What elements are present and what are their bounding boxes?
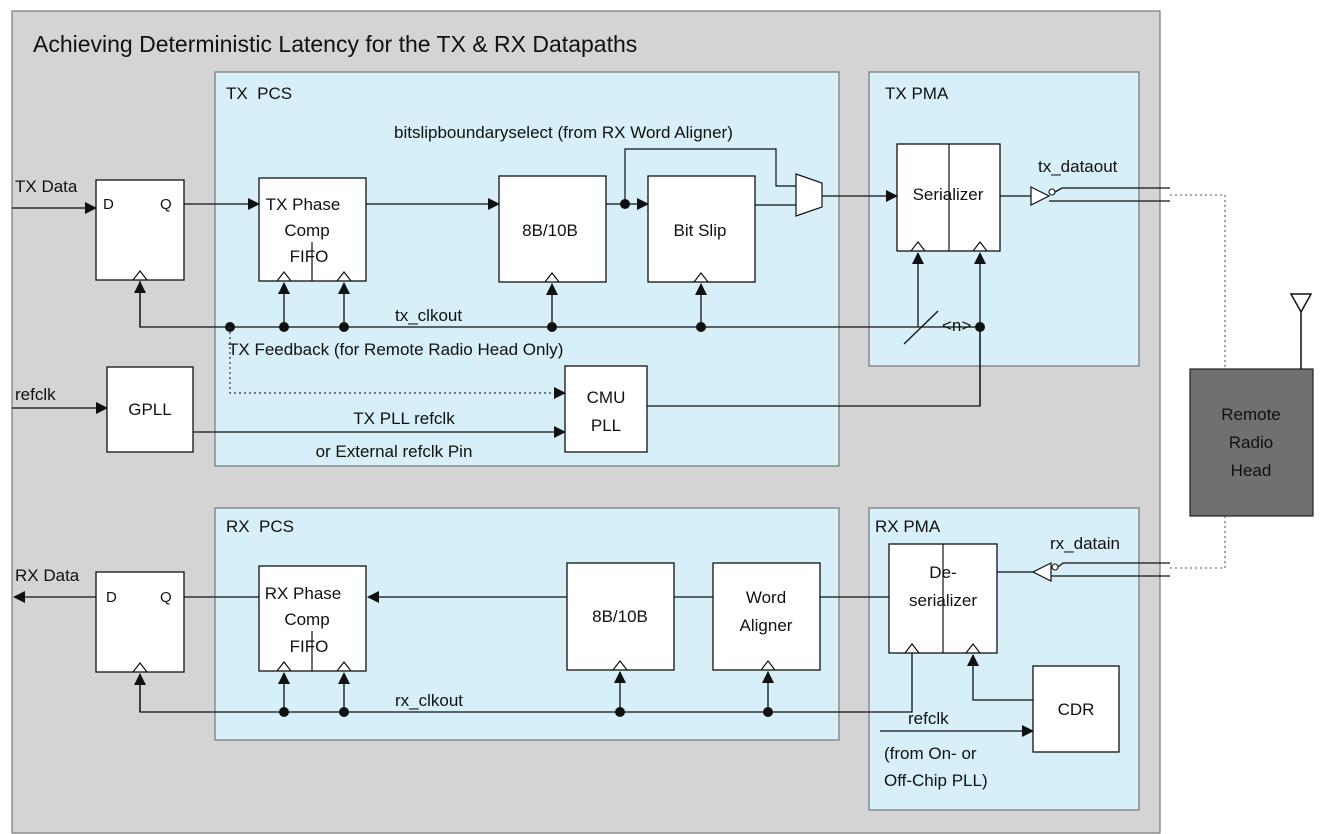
remote-radio-head <box>1189 368 1314 517</box>
bus-width-slash <box>903 310 939 345</box>
rx-refclk-source-line-2: Off-Chip PLL) <box>884 771 988 790</box>
tx-enc-clock-symbol <box>544 272 560 283</box>
rx-cdr-label: CDR <box>1058 700 1095 719</box>
rx-phase-fifo-line-2: Comp <box>284 610 329 629</box>
rx-fifo-clock-symbol-2 <box>336 661 352 672</box>
rx-deserializer-clock-symbol-1 <box>904 643 920 654</box>
bitslip-select-label: bitslipboundaryselect (from RX Word Alig… <box>394 123 733 142</box>
rx-clk-junction-3 <box>615 707 625 717</box>
tx-clk-junction-3 <box>339 322 349 332</box>
tx-pcs-label: TX PCS <box>226 84 292 103</box>
tx-serializer-clock-symbol-2 <box>972 241 988 252</box>
tx-bitslip-clock-symbol <box>693 272 709 283</box>
tx-8b10b-label: 8B/10B <box>522 221 578 240</box>
tx-dff <box>95 179 185 281</box>
rx-aligner-clock-symbol <box>760 660 776 671</box>
rx-word-aligner <box>712 562 821 671</box>
tx-8b10b-encoder <box>498 175 607 283</box>
wire-tx-to-rrh-dotted <box>1170 194 1226 369</box>
bus-width-label: <n> <box>942 316 971 335</box>
rx-clk-junction-4 <box>763 707 773 717</box>
tx-dff-clock-symbol <box>132 270 148 281</box>
rx-dec-clock-symbol <box>612 660 628 671</box>
rx-deserializer-line-2: serializer <box>909 591 977 610</box>
rx-datain-label: rx_datain <box>1050 534 1120 553</box>
rx-word-aligner-line-1: Word <box>746 588 786 607</box>
tx-data-label: TX Data <box>15 177 78 196</box>
cmu-pll-line-2: PLL <box>591 416 621 435</box>
tx-feedback-label: TX Feedback (for Remote Radio Head Only) <box>228 340 563 359</box>
cmu-pll <box>564 365 648 453</box>
remote-radio-head-line-3: Head <box>1231 461 1272 480</box>
rx-data-label: RX Data <box>15 566 80 585</box>
tx-clkout-label: tx_clkout <box>395 306 462 325</box>
rx-word-aligner-line-2: Aligner <box>740 616 793 635</box>
rx-8b10b-label: 8B/10B <box>592 607 648 626</box>
rx-dff-clock-symbol <box>132 662 148 673</box>
remote-radio-head-line-2: Radio <box>1229 433 1273 452</box>
rx-pcs-label: RX PCS <box>226 517 294 536</box>
rx-phase-fifo-line-3: FIFO <box>290 637 329 656</box>
gpll <box>106 366 194 453</box>
wire-rx-diff-pair <box>1051 562 1170 577</box>
wire-cdr-to-deserializer <box>967 654 1033 701</box>
wire-cmu-to-serializer-clock <box>647 327 981 407</box>
rx-fifo-clock-symbol-1 <box>276 661 292 672</box>
rx-deserializer-clock-symbol-2 <box>965 643 981 654</box>
rx-pma-label: RX PMA <box>875 517 941 536</box>
rx-cdr <box>1032 665 1120 753</box>
tx-dff-q: Q <box>160 196 172 213</box>
refclk-label: refclk <box>15 385 56 404</box>
tx-bit-slip-label: Bit Slip <box>674 221 727 240</box>
bitslip-select-wire <box>624 148 796 204</box>
wire-tx-feedback-dotted <box>229 327 566 399</box>
tx-serializer-clock-symbol-1 <box>910 241 926 252</box>
remote-radio-head-line-1: Remote <box>1221 405 1281 424</box>
tx-output-mux <box>795 173 823 217</box>
cmu-pll-line-1: CMU <box>587 388 626 407</box>
tx-bit-slip <box>647 175 756 283</box>
tx-clk-junction-5 <box>696 322 706 332</box>
tx-dataout-label: tx_dataout <box>1038 157 1118 176</box>
diagram-title: Achieving Deterministic Latency for the … <box>33 31 637 57</box>
wire-tx-diff-pair <box>1049 187 1170 202</box>
rx-refclk-label: refclk <box>908 709 949 728</box>
tx-phase-fifo-line-1: TX Phase <box>266 195 341 214</box>
rx-dff-q: Q <box>160 589 172 606</box>
gpll-label: GPLL <box>128 400 171 419</box>
tx-fifo-clock-symbol-2 <box>336 271 352 282</box>
tx-clk-junction-4 <box>547 322 557 332</box>
tx-buffer-inverter-bubble <box>1048 188 1056 196</box>
rx-deserializer-line-1: De- <box>929 563 956 582</box>
rx-clk-junction-1 <box>279 707 289 717</box>
wire-rrh-to-rx-dotted <box>1170 516 1226 569</box>
rx-buffer-inverter-bubble <box>1051 563 1059 571</box>
tx-clk-junction-2 <box>279 322 289 332</box>
rx-clk-junction-2 <box>339 707 349 717</box>
rx-clkout-label: rx_clkout <box>395 691 463 710</box>
rx-dff-d: D <box>106 589 117 606</box>
tx-phase-fifo-line-3: FIFO <box>290 247 329 266</box>
tx-dff-d: D <box>103 196 114 213</box>
tx-pll-refclk-line-1: TX PLL refclk <box>353 409 455 428</box>
rx-8b10b-decoder <box>566 562 675 671</box>
tx-fifo-clock-symbol-1 <box>276 271 292 282</box>
tx-pll-refclk-line-2: or External refclk Pin <box>316 442 473 461</box>
antenna-icon <box>1289 293 1313 369</box>
rx-refclk-source-line-1: (from On- or <box>884 744 977 763</box>
tx-pma-label: TX PMA <box>885 84 949 103</box>
rx-phase-fifo-line-1: RX Phase <box>265 584 342 603</box>
rx-dff <box>95 571 185 673</box>
tx-phase-fifo-line-2: Comp <box>284 221 329 240</box>
tx-serializer-label: Serializer <box>913 185 984 204</box>
rx-input-buffer <box>1031 562 1052 582</box>
